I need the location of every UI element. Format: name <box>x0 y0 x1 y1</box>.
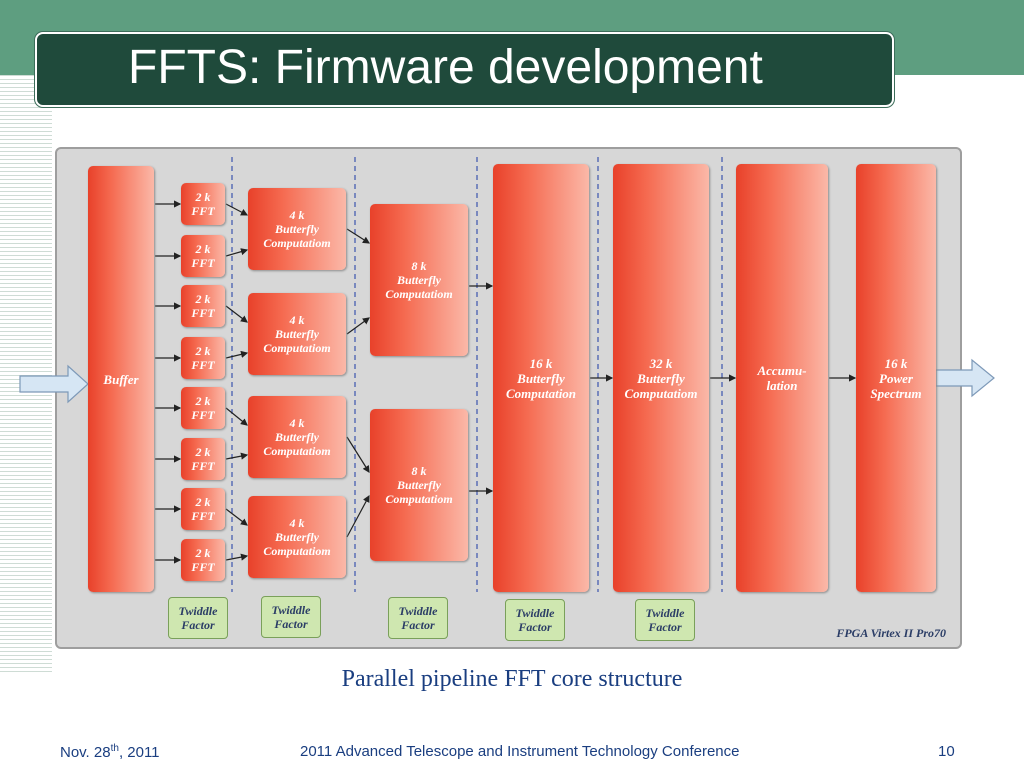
stage-dividers <box>231 157 723 592</box>
fft2k-block: 2 k FFT <box>181 539 225 581</box>
connector-arrow <box>346 317 370 335</box>
slide-title: FFTS: Firmware development <box>128 41 763 94</box>
fft2k-block: 2 k FFT <box>181 387 225 429</box>
butterfly-4k-block: 4 k Butterfly Computatiom <box>248 396 346 478</box>
fft2k-block: 2 k FFT <box>181 285 225 327</box>
twiddle-factor-box: Twiddle Factor <box>505 599 565 641</box>
connector-arrow <box>225 305 248 323</box>
connector-arrow <box>346 436 370 474</box>
connector-arrow <box>225 452 249 460</box>
footer-conference: 2011 Advanced Telescope and Instrument T… <box>300 743 740 760</box>
butterfly-16k-block: 16 k Butterfly Computation <box>493 164 589 592</box>
flow-arrows <box>155 200 857 564</box>
butterfly-8k-block: 8 k Butterfly Computatiom <box>370 204 468 356</box>
butterfly-32k-block: 32 k Butterfly Computatiom <box>613 164 709 592</box>
footer-date: Nov. 28th, 2011 <box>60 743 160 761</box>
decorative-stripes <box>0 75 52 675</box>
title-box <box>35 32 894 107</box>
butterfly-4k-block: 4 k Butterfly Computatiom <box>248 188 346 270</box>
fft2k-block: 2 k FFT <box>181 438 225 480</box>
twiddle-factor-box: Twiddle Factor <box>388 597 448 639</box>
fft2k-block: 2 k FFT <box>181 488 225 530</box>
twiddle-factor-box: Twiddle Factor <box>635 599 695 641</box>
connector-arrow <box>225 350 249 359</box>
twiddle-factor-box: Twiddle Factor <box>168 597 228 639</box>
connector-arrow <box>225 203 249 216</box>
fft2k-block: 2 k FFT <box>181 183 225 225</box>
butterfly-4k-block: 4 k Butterfly Computatiom <box>248 293 346 375</box>
input-arrow <box>19 364 89 404</box>
butterfly-8k-block: 8 k Butterfly Computatiom <box>370 409 468 561</box>
connector-arrow <box>225 407 248 426</box>
connector-arrow <box>346 228 371 244</box>
power-spectrum-block: 16 k Power Spectrum <box>856 164 936 592</box>
twiddle-factor-box: Twiddle Factor <box>261 596 321 638</box>
output-arrow <box>935 358 995 398</box>
fft2k-block: 2 k FFT <box>181 235 225 277</box>
connector-arrow <box>225 508 248 526</box>
connector-arrow <box>225 553 249 561</box>
buffer-block: Buffer <box>88 166 154 592</box>
connector-arrow <box>225 248 249 257</box>
fpga-chip-label: FPGA Virtex II Pro70 <box>836 626 946 640</box>
accumulation-block: Accumu- lation <box>736 164 828 592</box>
butterfly-4k-block: 4 k Butterfly Computatiom <box>248 496 346 578</box>
fft2k-block: 2 k FFT <box>181 337 225 379</box>
figure-caption: Parallel pipeline FFT core structure <box>341 666 683 692</box>
connector-arrow <box>346 494 370 538</box>
page-number: 10 <box>938 743 955 760</box>
